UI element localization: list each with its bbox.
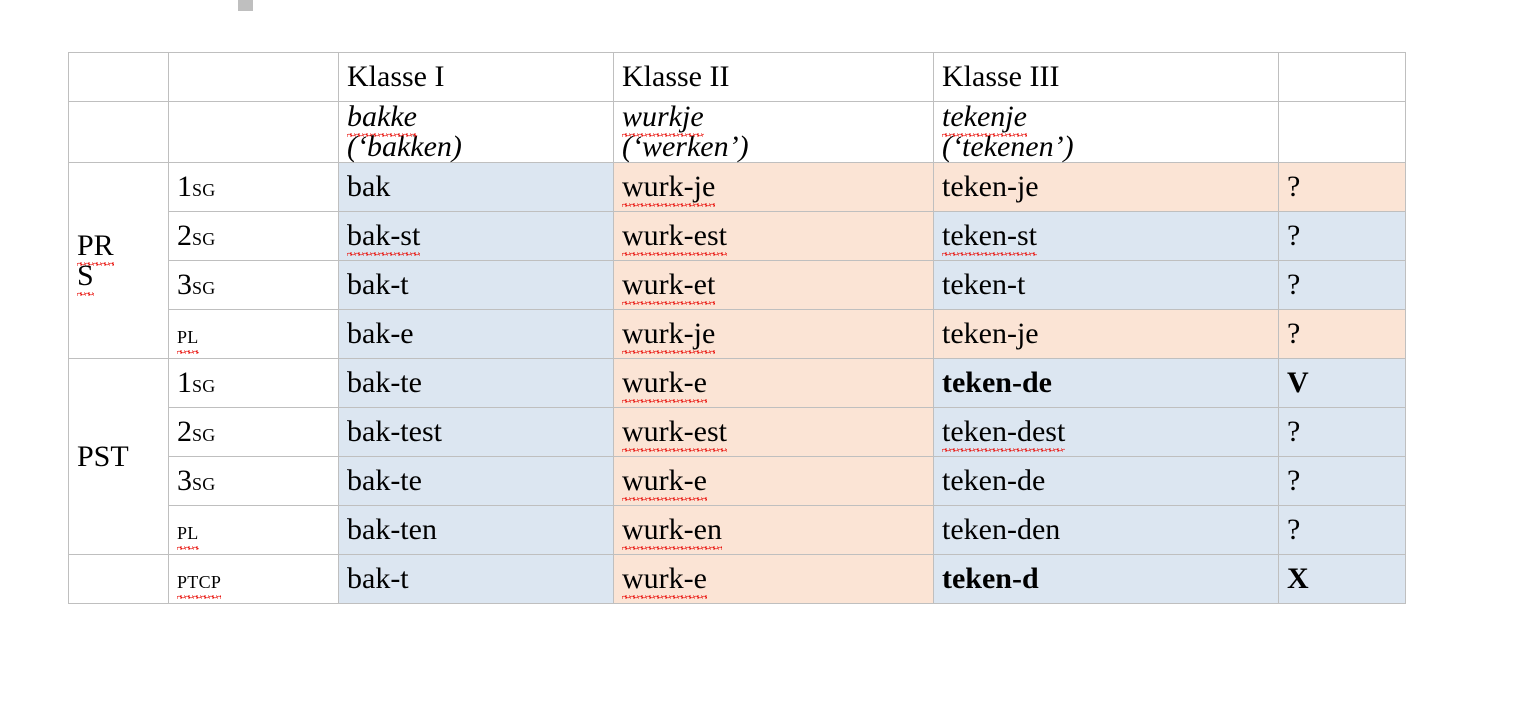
header-row-lemmas: bakke (‘bakken) wurkje (‘werken’) tekenj…: [68, 100, 1406, 163]
header-klasse-iii: Klasse III: [933, 52, 1279, 102]
header-row-classes: Klasse I Klasse II Klasse III: [68, 52, 1406, 102]
cell-klasse-ii: wurk-je: [613, 309, 934, 359]
cell-mark: ?: [1278, 505, 1406, 555]
cell-klasse-i: bak: [338, 162, 614, 212]
cell-klasse-iii: teken-dest: [933, 407, 1279, 457]
cell-klasse-iii: teken-t: [933, 260, 1279, 310]
table-row: ptcp bak-t wurk-e teken-d X: [68, 554, 1406, 604]
person-label: pl: [168, 505, 339, 555]
cell-klasse-ii: wurk-e: [613, 358, 934, 408]
cell-klasse-i: bak-te: [338, 456, 614, 506]
person-label: 3sg: [168, 260, 339, 310]
cell-klasse-ii: wurk-e: [613, 456, 934, 506]
tense-label-prs: PR S: [68, 162, 169, 359]
lemma-blank-mark: [1278, 101, 1406, 163]
cell-mark: ?: [1278, 211, 1406, 261]
lemma-blank-tense: [68, 101, 169, 163]
tense-label-none: [68, 554, 169, 604]
tense-label-prs-line2: S: [77, 258, 94, 296]
table-row: 3sg bak-te wurk-e teken-de ?: [69, 456, 1406, 506]
cell-klasse-iii: teken-d: [933, 554, 1279, 604]
person-label: ptcp: [168, 554, 339, 604]
person-label: pl: [168, 309, 339, 359]
cell-klasse-i: bak-t: [338, 260, 614, 310]
cell-klasse-ii: wurk-est: [613, 211, 934, 261]
lemma-klasse-ii-word: wurkje: [622, 100, 704, 137]
cell-klasse-ii: wurk-en: [613, 505, 934, 555]
cell-klasse-ii: wurk-est: [613, 407, 934, 457]
person-label: 1sg: [168, 162, 339, 212]
table-row: 3sg bak-t wurk-et teken-t ?: [69, 260, 1406, 310]
lemma-klasse-ii: wurkje (‘werken’): [613, 100, 934, 163]
cell-mark: ?: [1278, 407, 1406, 457]
lemma-blank-person: [168, 101, 339, 163]
table-row: PR S 1sg bak wurk-je teken-je ?: [68, 162, 1406, 359]
cell-klasse-i: bak-te: [338, 358, 614, 408]
cell-mark: ?: [1278, 456, 1406, 506]
person-label: 3sg: [168, 456, 339, 506]
lemma-klasse-iii: tekenje (‘tekenen’): [933, 100, 1279, 163]
cell-mark: ?: [1278, 309, 1406, 359]
cell-klasse-i: bak-e: [338, 309, 614, 359]
person-label: 2sg: [168, 211, 339, 261]
header-klasse-i: Klasse I: [338, 52, 614, 102]
header-blank-person: [168, 52, 339, 102]
cell-klasse-iii: teken-je: [933, 309, 1279, 359]
cell-mark: ?: [1278, 260, 1406, 310]
lemma-klasse-i-word: bakke: [347, 100, 417, 137]
cell-mark: X: [1278, 554, 1406, 604]
table-row: PST 1sg bak-te wurk-e teken-de V: [68, 358, 1406, 555]
person-label: 2sg: [168, 407, 339, 457]
stray-gray-artifact: [238, 0, 253, 11]
header-klasse-ii: Klasse II: [613, 52, 934, 102]
cell-klasse-ii: wurk-je: [613, 162, 934, 212]
cell-mark: V: [1278, 358, 1406, 408]
person-label: 1sg: [168, 358, 339, 408]
cell-klasse-iii: teken-de: [933, 456, 1279, 506]
table-row: pl bak-e wurk-je teken-je ?: [69, 309, 1406, 359]
lemma-klasse-iii-word: tekenje: [942, 100, 1027, 137]
tense-label-prs-line1: PR: [77, 228, 114, 266]
cell-klasse-ii: wurk-et: [613, 260, 934, 310]
cell-klasse-i: bak-st: [338, 211, 614, 261]
table-row: 2sg bak-st wurk-est teken-st ?: [69, 211, 1406, 261]
cell-klasse-i: bak-test: [338, 407, 614, 457]
cell-klasse-i: bak-t: [338, 554, 614, 604]
cell-klasse-iii: teken-den: [933, 505, 1279, 555]
tense-label-pst: PST: [68, 358, 169, 555]
header-blank-mark: [1278, 52, 1406, 102]
table-row: 2sg bak-test wurk-est teken-dest ?: [69, 407, 1406, 457]
cell-klasse-i: bak-ten: [338, 505, 614, 555]
lemma-klasse-i: bakke (‘bakken): [338, 100, 614, 163]
verb-paradigm-table: Klasse I Klasse II Klasse III bakke (‘ba…: [68, 52, 1406, 604]
cell-klasse-iii: teken-je: [933, 162, 1279, 212]
cell-mark: ?: [1278, 162, 1406, 212]
cell-klasse-ii: wurk-e: [613, 554, 934, 604]
cell-klasse-iii: teken-st: [933, 211, 1279, 261]
header-blank-tense: [68, 52, 169, 102]
cell-klasse-iii: teken-de: [933, 358, 1279, 408]
table-row: pl bak-ten wurk-en teken-den ?: [69, 505, 1406, 555]
